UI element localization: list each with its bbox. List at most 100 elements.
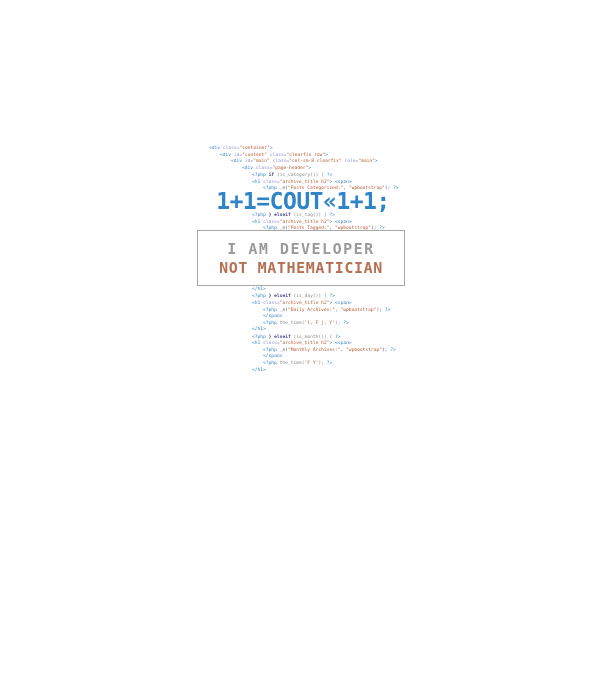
code-token: </h1> bbox=[252, 287, 266, 292]
code-token: class= bbox=[272, 159, 290, 164]
code-token: , bbox=[343, 186, 349, 191]
code-line: <?php } elseif (is_month()) { ?> bbox=[252, 335, 341, 340]
code-token: , bbox=[340, 348, 347, 353]
code-token: "archive_title h2" bbox=[279, 341, 330, 346]
code-line: <h1 class="archive_title h2"> <span> bbox=[252, 301, 352, 306]
code-token: "Monthly Archives:" bbox=[287, 348, 341, 353]
code-token: <div bbox=[242, 166, 256, 171]
code-token: ?> bbox=[393, 186, 399, 191]
code-token: <div bbox=[209, 146, 223, 151]
code-token: } elseif bbox=[268, 294, 294, 299]
code-line: <?php the_time('F Y'); ?> bbox=[263, 361, 332, 366]
code-token: "wpbootstrap" bbox=[346, 348, 382, 353]
code-token: (is_tag()) { bbox=[293, 213, 330, 218]
code-token: > bbox=[308, 166, 312, 171]
code-token: <?php bbox=[263, 361, 280, 366]
code-token: "Posts Tagged:" bbox=[287, 226, 330, 231]
code-line: <?php _e("Daily Archives:", "wpbootstrap… bbox=[263, 308, 390, 313]
code-token: ?> bbox=[343, 321, 349, 326]
code-token: ); bbox=[384, 186, 394, 191]
code-token: "Daily Archives:" bbox=[287, 308, 335, 313]
code-token: ?> bbox=[326, 361, 333, 366]
code-token: <?php bbox=[252, 173, 269, 178]
code-token: , bbox=[329, 226, 335, 231]
code-line: <?php } elseif (is_day()) { ?> bbox=[252, 294, 335, 299]
code-token: "container" bbox=[239, 146, 270, 151]
code-token: <h1 bbox=[252, 220, 264, 225]
code-token: <?php bbox=[263, 348, 280, 353]
code-token: <h1 bbox=[252, 341, 264, 346]
code-token: "main" bbox=[253, 159, 273, 164]
code-line: </span> bbox=[263, 314, 282, 319]
code-token: > bbox=[374, 159, 378, 164]
code-token: <?php bbox=[263, 308, 280, 313]
code-line: </span> bbox=[263, 354, 282, 359]
code-line: <div class="container"> bbox=[209, 146, 273, 151]
code-token: _e( bbox=[279, 186, 288, 191]
code-token: class= bbox=[222, 146, 240, 151]
slogan-badge: I AM DEVELOPER NOT MATHEMATICIAN bbox=[197, 230, 405, 286]
code-line: <?php _e("Posts Categorized:", "wpbootst… bbox=[263, 186, 399, 191]
code-token: <?php bbox=[252, 294, 269, 299]
code-token: the_time( bbox=[279, 361, 305, 366]
code-token: } elseif bbox=[268, 213, 294, 218]
code-token: ); bbox=[318, 361, 327, 366]
code-line: <h1 class="archive_title h2"> <span> bbox=[252, 341, 352, 346]
code-line: </h1> bbox=[252, 287, 266, 292]
code-token: "wpbootstrap" bbox=[334, 226, 371, 231]
code-line: <h1 class="archive_title h2"> <span> bbox=[252, 220, 352, 225]
code-line: <?php the_time('l, F j, Y'); ?> bbox=[263, 321, 349, 326]
code-token: ?> bbox=[384, 308, 391, 313]
code-token: </span> bbox=[263, 354, 283, 359]
code-token: > bbox=[325, 153, 328, 158]
code-token: class= bbox=[269, 153, 287, 158]
code-token: ); bbox=[334, 321, 344, 326]
code-line: </h1> bbox=[252, 327, 266, 332]
code-line: <?php _e("Monthly Archives:", "wpbootstr… bbox=[263, 348, 396, 353]
code-token: </span> bbox=[263, 314, 283, 319]
code-line: <h1 class="archive_title h2"> <span> bbox=[252, 180, 352, 185]
code-token: <?php bbox=[252, 213, 269, 218]
code-token: _e( bbox=[279, 308, 288, 313]
code-token: if bbox=[268, 173, 277, 178]
code-token: "main" bbox=[358, 159, 375, 164]
code-token: , bbox=[334, 308, 341, 313]
code-token: ); bbox=[382, 348, 391, 353]
code-token: > <span> bbox=[329, 220, 352, 225]
code-token: (is_category()) { bbox=[276, 173, 327, 178]
code-token: _e( bbox=[279, 226, 288, 231]
code-line: <?php } elseif (is_tag()) { ?> bbox=[252, 213, 335, 218]
code-token: <div bbox=[231, 159, 245, 164]
code-token: ); bbox=[370, 226, 380, 231]
code-token: ?> bbox=[335, 335, 341, 340]
code-token: 'l, F j, Y' bbox=[304, 321, 335, 326]
code-token: <?php bbox=[252, 335, 269, 340]
code-token: "page-header" bbox=[272, 166, 309, 171]
code-token: class= bbox=[263, 341, 280, 346]
code-token: > <span> bbox=[329, 180, 352, 185]
code-line: </h1> bbox=[252, 368, 266, 373]
code-token: the_time( bbox=[279, 321, 305, 326]
code-line: <div id="content" class="clearfix row"> bbox=[220, 153, 328, 158]
code-token: "archive_title h2" bbox=[279, 180, 330, 185]
code-token: "wpbootstrap" bbox=[348, 186, 385, 191]
code-token: ?> bbox=[329, 294, 336, 299]
code-line: <?php _e("Posts Tagged:", "wpbootstrap")… bbox=[263, 226, 385, 231]
headline-equation: 1+1=COUT«1+1; bbox=[216, 189, 390, 215]
code-token: <?php bbox=[263, 186, 280, 191]
slogan-line-2: NOT MATHEMATICIAN bbox=[219, 259, 383, 277]
code-token: > <span> bbox=[329, 341, 352, 346]
code-token: "archive_title h2" bbox=[279, 301, 330, 306]
code-token: (is_month()) { bbox=[293, 335, 336, 340]
code-token: <h1 bbox=[252, 180, 264, 185]
code-token: </h1> bbox=[252, 327, 266, 332]
code-token: 'F Y' bbox=[304, 361, 319, 366]
code-token: > <span> bbox=[329, 301, 352, 306]
code-token: "wpbootstrap" bbox=[340, 308, 377, 313]
code-token: > bbox=[269, 146, 273, 151]
code-token: id= bbox=[233, 153, 243, 158]
code-token: ?> bbox=[329, 213, 336, 218]
code-token: class= bbox=[263, 301, 280, 306]
code-token: ?> bbox=[390, 348, 396, 353]
